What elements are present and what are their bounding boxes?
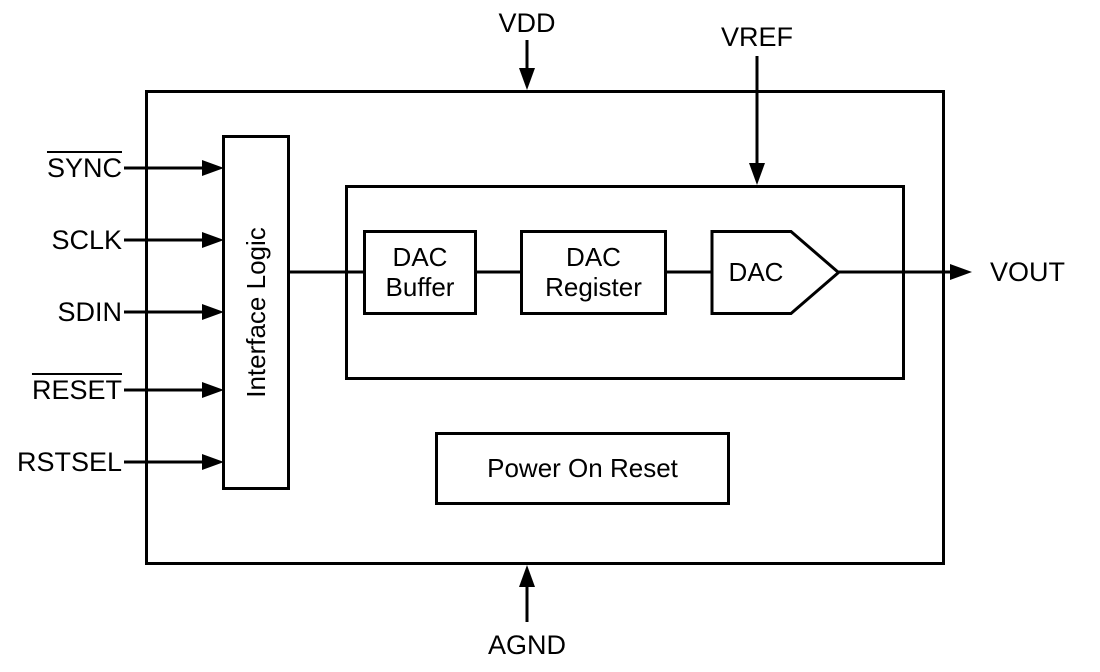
vout-arrow	[836, 264, 972, 280]
reset-pin-text: RESET	[31, 375, 122, 405]
dac-block-label: DAC	[712, 230, 800, 315]
dac-buffer-block: DAC Buffer	[363, 230, 477, 315]
sync-pin-label: SYNC	[0, 151, 122, 185]
rstsel-pin-arrow	[124, 454, 224, 470]
vdd-pin-label: VDD	[498, 8, 556, 38]
dac-buffer-label: DAC Buffer	[385, 242, 455, 302]
power-on-reset-label: Power On Reset	[487, 452, 678, 483]
vref-arrow	[749, 56, 765, 185]
dac-label-text: DAC	[728, 256, 784, 287]
vout-pin-label: VOUT	[990, 257, 1066, 287]
reset-pin-label: RESET	[0, 373, 122, 407]
sync-pin-arrow	[124, 160, 224, 176]
sdin-pin-arrow	[124, 304, 224, 320]
rstsel-pin-label: RSTSEL	[16, 447, 122, 477]
agnd-arrow	[519, 565, 535, 622]
dac-subsystem-outline	[345, 185, 905, 380]
dac-register-label: DAC Register	[545, 242, 642, 302]
sdin-pin-label: SDIN	[57, 297, 122, 327]
dac-block-shape	[710, 230, 841, 315]
power-on-reset-block: Power On Reset	[435, 432, 730, 505]
dac-register-block: DAC Register	[520, 230, 667, 315]
agnd-pin-label: AGND	[487, 630, 566, 660]
sclk-pin-arrow	[124, 232, 224, 248]
sclk-pin-label: SCLK	[51, 225, 122, 255]
vdd-arrow	[519, 40, 535, 90]
interface-logic-label: Interface Logic	[240, 227, 271, 398]
interface-logic-block: Interface Logic	[222, 135, 290, 490]
chip-outline	[145, 90, 945, 565]
reset-pin-arrow	[124, 382, 224, 398]
vref-pin-label: VREF	[720, 22, 793, 52]
sync-pin-text: SYNC	[46, 153, 122, 183]
